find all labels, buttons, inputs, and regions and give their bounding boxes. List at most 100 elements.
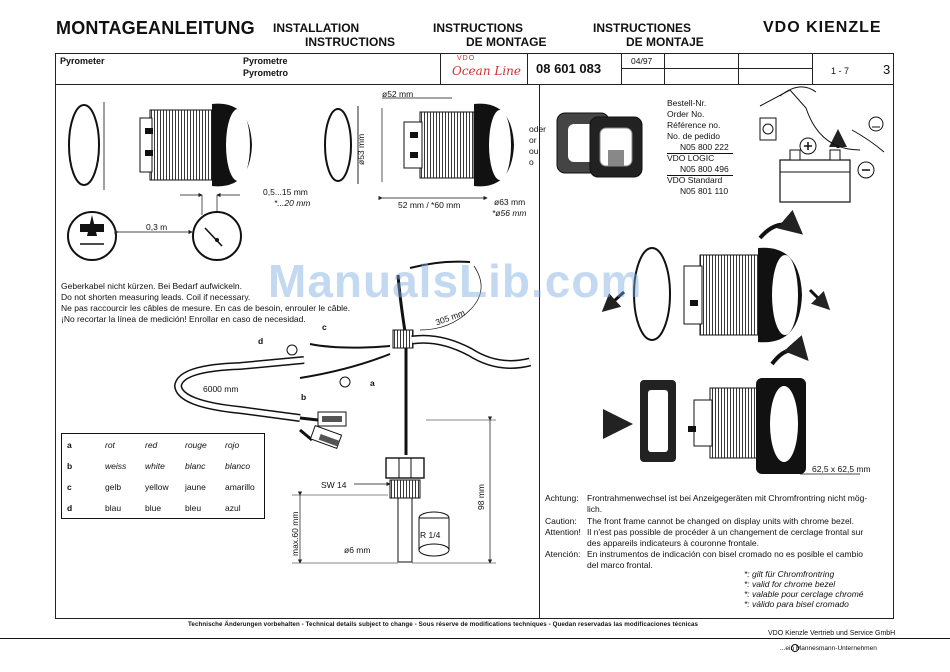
- dim-r14: R 1/4: [420, 530, 441, 540]
- color-code: d: [67, 502, 73, 513]
- product-name-es: Pyrometro: [243, 68, 289, 78]
- warning-fr-label: Attention!: [545, 527, 581, 537]
- warning-de-line2: lich.: [587, 504, 603, 514]
- product-name: Pyrometer: [60, 56, 105, 66]
- wire-label-c: c: [322, 322, 327, 332]
- color-es: azul: [225, 502, 241, 513]
- warning-fr-line1: Il n'est pas possible de procéder à un c…: [587, 527, 864, 537]
- color-en: blue: [145, 502, 162, 513]
- battery-wiring-diagram: [759, 86, 885, 203]
- header-fr-2: DE MONTAGE: [466, 35, 547, 49]
- color-es: amarillo: [225, 481, 255, 492]
- note-de: Geberkabel nicht kürzen. Bei Bedarf aufw…: [61, 281, 242, 291]
- color-es: rojo: [225, 439, 240, 450]
- header-instructions: INSTRUCTIONS: [305, 35, 395, 49]
- color-fr: jaune: [185, 481, 206, 492]
- chrome-note-fr: *: valable pour cerclage chromé: [744, 589, 864, 599]
- color-de: rot: [105, 439, 115, 450]
- dim-frame-size: 62,5 x 62,5 mm: [812, 464, 871, 474]
- color-table: a rot red rouge rojo b weiss white blanc…: [61, 433, 265, 519]
- color-code: c: [67, 481, 72, 492]
- warning-es-line1: En instrumentos de indicación con bisel …: [587, 549, 863, 559]
- frame-replacement-diagram: [603, 335, 860, 475]
- color-fr: blanc: [185, 460, 206, 471]
- table-row: b weiss white blanc blanco: [62, 455, 264, 476]
- warning-fr-line2: des appareils indicateurs à couronne fro…: [587, 538, 759, 548]
- color-es: blanco: [225, 460, 251, 471]
- tb-divider-4: [664, 53, 665, 85]
- warning-es-label: Atención:: [545, 549, 581, 559]
- dim-d63: ø63 mm: [494, 197, 526, 207]
- dim-d53: ø53 mm: [356, 133, 366, 165]
- product-name-fr: Pyrometre: [243, 56, 288, 66]
- tb-divider-1: [440, 53, 441, 85]
- dim-len52: 52 mm / *60 mm: [398, 200, 461, 210]
- color-en: yellow: [145, 481, 169, 492]
- doc-title: MONTAGEANLEITUNG: [56, 18, 255, 38]
- header-installation: INSTALLATION: [273, 21, 360, 35]
- footer-rule: [0, 638, 950, 639]
- pyrometer-sensor-diagram: [173, 260, 532, 564]
- mannesmann-logo: [791, 644, 799, 652]
- color-code: b: [67, 460, 73, 471]
- table-row: d blau blue bleu azul: [62, 497, 264, 518]
- color-de: weiss: [105, 460, 127, 471]
- front-frames-options: [556, 112, 643, 178]
- color-code: a: [67, 439, 72, 450]
- order-label-es: No. de pedido: [667, 131, 720, 141]
- dim-distance: 0,3 m: [146, 222, 168, 232]
- wire-label-d: d: [258, 336, 264, 346]
- tb-divider-2: [527, 53, 528, 85]
- or-word-en: or: [529, 135, 537, 145]
- tb-hline: [621, 68, 812, 69]
- warning-en-label: Caution:: [545, 516, 577, 526]
- warning-de-label: Achtung:: [545, 493, 579, 503]
- gauge-side-view-dimensioned: [324, 97, 514, 201]
- dim-d6: ø6 mm: [344, 545, 371, 555]
- oceanline-logo: Ocean Line: [452, 64, 521, 78]
- watermark: ManualsLib.com: [268, 255, 643, 307]
- order-no-3: N05 801 110: [680, 186, 729, 196]
- warning-de-line1: Frontrahmenwechsel ist bei Anzeigegeräte…: [587, 493, 868, 503]
- content-frame: [55, 85, 894, 619]
- note-fr: Ne pas raccourcir les câbles de mesure. …: [61, 303, 351, 313]
- note-es: ¡No recortar la línea de medición! Enrol…: [61, 314, 306, 324]
- footer-group: ...ein Mannesmann-Unternehmen: [780, 645, 877, 652]
- dim-sw14: SW 14: [321, 480, 347, 490]
- tb-divider-5: [738, 53, 739, 85]
- dim-d52: ø52 mm: [382, 89, 414, 99]
- color-fr: rouge: [185, 439, 207, 450]
- bezel-removal-diagram: [601, 209, 831, 343]
- header-fr-1: INSTRUCTIONS: [433, 21, 523, 35]
- part-number: 08 601 083: [536, 61, 602, 76]
- wire-label-a: a: [370, 378, 375, 388]
- color-en: white: [145, 460, 165, 471]
- order-underline-1: [667, 153, 733, 154]
- or-word-es: o: [529, 157, 534, 167]
- color-de: blau: [105, 502, 122, 513]
- footer-company: VDO Kienzle Vertrieb und Service GmbH: [768, 630, 896, 637]
- order-label-fr: Référence no.: [667, 120, 721, 130]
- dim-max60: max.60 mm: [290, 511, 300, 556]
- order-vdo-standard: VDO Standard: [667, 175, 723, 185]
- header-es-1: INSTRUCTIONES: [593, 21, 692, 35]
- color-de: gelb: [105, 481, 122, 492]
- order-label-en: Order No.: [667, 109, 705, 119]
- dim-thickness-chrome: *...20 mm: [274, 198, 311, 208]
- compass-distance-diagram: [67, 211, 242, 261]
- brand-logo: VDO KIENZLE: [763, 19, 882, 36]
- dim-cable-6000: 6000 mm: [203, 384, 239, 394]
- center-divider: [539, 85, 540, 619]
- issue-date: 04/97: [631, 56, 653, 66]
- page-range: 1 - 7: [831, 66, 850, 76]
- note-en: Do not shorten measuring leads. Coil if …: [61, 292, 251, 302]
- dim-thickness: 0,5...15 mm: [263, 187, 308, 197]
- dim-length-98: 98 mm: [476, 484, 486, 510]
- order-no-2: N05 800 496: [680, 164, 729, 174]
- dim-d56: *ø56 mm: [492, 208, 527, 218]
- order-label-de: Bestell-Nr.: [667, 98, 707, 108]
- or-word-de: oder: [529, 124, 547, 134]
- title-block: [55, 53, 894, 85]
- warning-es-line2: del marco frontal.: [587, 560, 653, 570]
